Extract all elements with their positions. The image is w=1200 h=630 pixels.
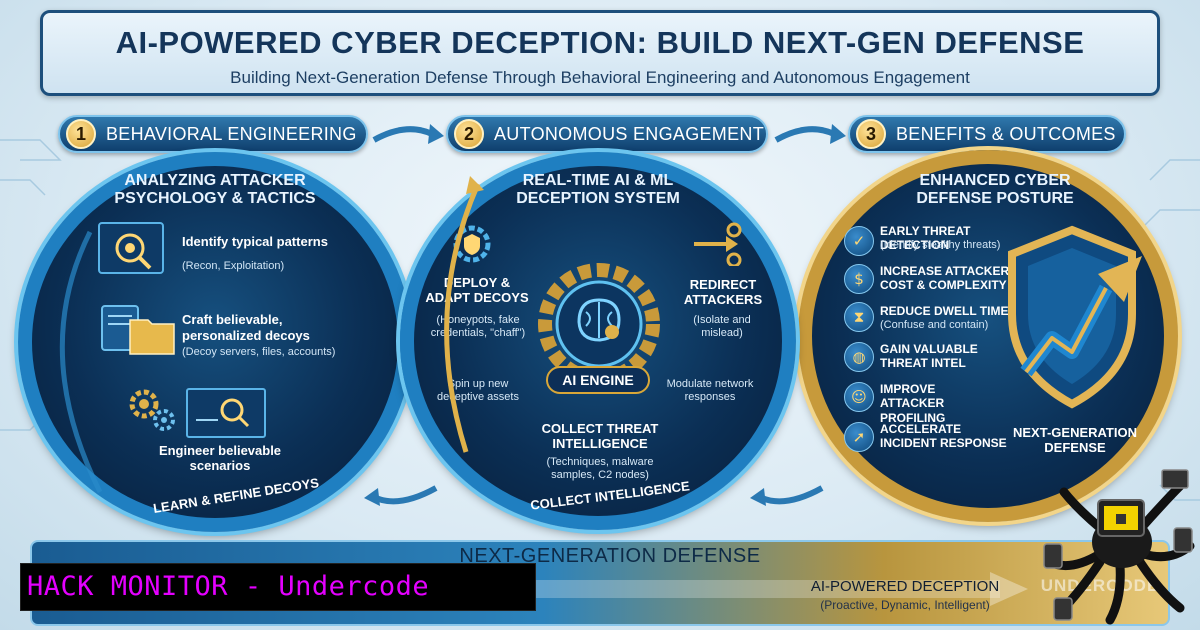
section-3-label: BENEFITS & OUTCOMES <box>896 123 1116 144</box>
section-2-number: 2 <box>454 119 484 149</box>
gears-icon <box>126 386 184 434</box>
page-subtitle: Building Next-Generation Defense Through… <box>230 68 970 87</box>
collect-threat-title: COLLECT THREAT INTELLIGENCE <box>541 421 659 451</box>
section-2-label: AUTONOMOUS ENGAGEMENT <box>494 123 764 144</box>
brain-gear-icon <box>538 263 660 385</box>
benefit-3-title: REDUCE DWELL TIME <box>880 304 1009 318</box>
deploy-decoys-title: DEPLOY & ADAPT DECOYS <box>425 275 529 305</box>
section-1-number: 1 <box>66 119 96 149</box>
section-3-header: 3 BENEFITS & OUTCOMES <box>848 115 1126 153</box>
globe-icon: ◍ <box>844 342 874 372</box>
hack-monitor-banner: HACK MONITOR - Undercode <box>20 563 536 611</box>
section-1-item-2-title: Craft believable, personalized decoys <box>182 312 310 343</box>
next-gen-defense-badge: NEXT-GENERATION DEFENSE <box>1013 425 1137 455</box>
scenario-screen-icon <box>186 388 266 438</box>
section-1-heading: ANALYZING ATTACKER PSYCHOLOGY & TACTICS <box>114 172 316 208</box>
profile-icon: ☺ <box>844 382 874 412</box>
magnifier-eye-icon <box>98 222 164 274</box>
benefit-6-title: ACCELERATE INCIDENT RESPONSE <box>880 422 1007 451</box>
section-3-number: 3 <box>856 119 886 149</box>
undercode-watermark: UNDERCODE <box>1040 576 1160 595</box>
section-1-header: 1 BEHAVIORAL ENGINEERING <box>58 115 368 153</box>
hourglass-icon: ⧗ <box>844 302 874 332</box>
dollar-icon: $ <box>844 264 874 294</box>
rocket-icon: ➚ <box>844 422 874 452</box>
section-1-item-1-title: Identify typical patterns <box>182 234 328 249</box>
circular-arrow-icon <box>444 176 484 453</box>
section-2-heading: REAL-TIME AI & ML DECEPTION SYSTEM <box>516 172 680 208</box>
page-title: AI-POWERED CYBER DECEPTION: BUILD NEXT-G… <box>115 25 1085 60</box>
shield-chart-icon <box>1008 225 1142 409</box>
arrow-left-icon <box>364 485 438 506</box>
circular-arrow-icon <box>59 230 103 494</box>
arrow-right-icon <box>774 124 846 144</box>
collect-threat-sub: (Techniques, malware samples, C2 nodes) <box>546 456 654 482</box>
spin-up-note: Spin up new deceptive assets <box>437 378 519 404</box>
ai-engine-badge: AI ENGINE <box>546 366 650 394</box>
benefit-3-sub: (Confuse and contain) <box>880 319 989 331</box>
circuit-background <box>0 139 1200 501</box>
redirect-attackers-title: REDIRECT ATTACKERS <box>683 277 763 307</box>
folder-icon <box>100 302 176 356</box>
octopus-mascot-icon <box>1043 469 1195 625</box>
section-1-item-3-title: Engineer believable scenarios <box>158 443 282 473</box>
benefit-5-title: IMPROVE ATTACKER PROFILING <box>880 382 946 425</box>
benefit-1-sub: (Identify stealthy threats) <box>880 239 1001 251</box>
section-2-header: 2 AUTONOMOUS ENGAGEMENT <box>446 115 768 153</box>
arrow-right-icon <box>372 124 444 144</box>
ai-powered-deception-label: AI-POWERED DECEPTION <box>810 578 1000 595</box>
section-3-heading: ENHANCED CYBER DEFENSE POSTURE <box>916 172 1074 208</box>
section-1-label: BEHAVIORAL ENGINEERING <box>106 123 357 144</box>
title-banner: AI-POWERED CYBER DECEPTION: BUILD NEXT-G… <box>40 10 1160 96</box>
redirect-attackers-sub: (Isolate and mislead) <box>693 314 751 340</box>
section-1-item-1-sub: (Recon, Exploitation) <box>182 260 285 272</box>
benefit-1-title: EARLY THREAT DETECTION <box>880 224 971 253</box>
shield-check-icon: ✓ <box>844 226 874 256</box>
modulate-note: Modulate network responses <box>666 378 754 404</box>
section-1-item-2-sub: (Decoy servers, files, accounts) <box>182 346 336 358</box>
deploy-decoys-sub: (Honeypots, fake credentials, "chaff") <box>430 314 526 340</box>
arrow-left-icon <box>750 485 824 506</box>
ai-powered-deception-sub: (Proactive, Dynamic, Intelligent) <box>820 598 990 612</box>
bottom-title: NEXT-GENERATION DEFENSE <box>459 545 761 567</box>
progress-arrow <box>520 572 1028 606</box>
benefit-4-title: GAIN VALUABLE THREAT INTEL <box>880 342 978 371</box>
bottom-bar <box>30 540 1170 626</box>
redirect-arrows-icon <box>690 222 746 268</box>
benefit-2-title: INCREASE ATTACKER COST & COMPLEXITY <box>880 264 1010 293</box>
